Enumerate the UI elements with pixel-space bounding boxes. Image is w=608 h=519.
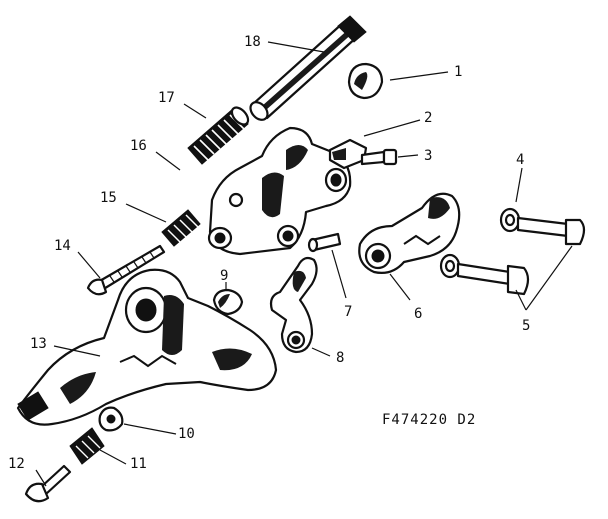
- part-5-bolt-lower: [439, 253, 530, 296]
- callout-5: 5: [522, 318, 530, 334]
- callout-13: 13: [30, 336, 47, 352]
- part-8-link-arm: [269, 256, 318, 354]
- figure-code: F474220 D2: [382, 412, 476, 428]
- callout-3: 3: [424, 148, 432, 164]
- part-16-bracket-housing: [207, 126, 352, 256]
- callout-11: 11: [130, 456, 147, 472]
- callout-6: 6: [414, 306, 422, 322]
- callout-15: 15: [100, 190, 117, 206]
- callout-10: 10: [178, 426, 195, 442]
- part-15-spring: [161, 209, 201, 247]
- callout-18: 18: [244, 34, 261, 50]
- callout-4: 4: [516, 152, 524, 168]
- callout-8: 8: [336, 350, 344, 366]
- part-11-sleeve: [69, 427, 105, 465]
- part-13-lever-body: [16, 268, 278, 426]
- part-9-knob: [212, 288, 244, 316]
- leader-lines: [35, 41, 573, 487]
- callout-16: 16: [130, 138, 147, 154]
- part-7-pin: [307, 232, 342, 253]
- part-14-bolt: [86, 244, 166, 296]
- callout-labels: 18 1 17 2 16 3 4 15 14 9 7 6 5 13 8 10 1…: [8, 34, 530, 472]
- callout-2: 2: [424, 110, 432, 126]
- callout-12: 12: [8, 456, 25, 472]
- part-2-block: [328, 138, 368, 170]
- callout-7: 7: [344, 304, 352, 320]
- callout-9: 9: [220, 268, 228, 284]
- part-6-yoke-clamp: [358, 192, 461, 274]
- part-18-shaft: [249, 15, 367, 121]
- part-4-washer: [499, 207, 521, 233]
- part-1-cap: [347, 62, 384, 100]
- part-12-bolt: [24, 464, 72, 503]
- callout-1: 1: [454, 64, 462, 80]
- part-17-spring: [187, 106, 250, 165]
- part-3-screw: [360, 148, 398, 166]
- callout-14: 14: [54, 238, 71, 254]
- part-10-nut: [98, 406, 124, 432]
- part-5-bolt-upper: [516, 216, 586, 246]
- callout-17: 17: [158, 90, 175, 106]
